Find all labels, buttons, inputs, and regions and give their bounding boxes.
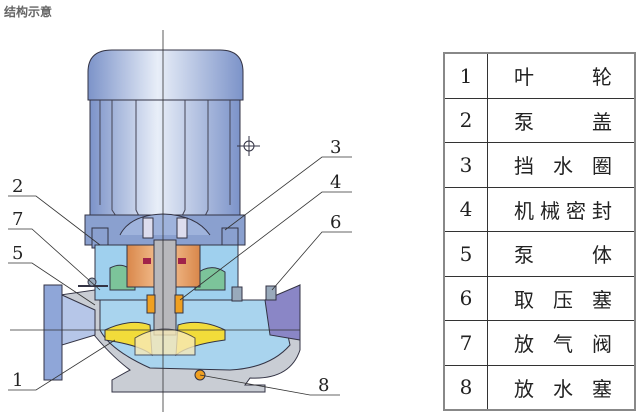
part-name-char: 放 (514, 376, 534, 401)
part-name-char: 塞 (592, 376, 612, 401)
part-name-char: 塞 (592, 287, 612, 312)
vent-valve (78, 277, 108, 287)
part-name-char: 压 (553, 287, 573, 312)
pump-structure-diagram: 2 7 5 1 3 4 6 8 (8, 30, 352, 412)
part-name-char: 械 (540, 198, 560, 223)
motor (84, 49, 260, 249)
part-name-char: 封 (592, 198, 612, 223)
part-name: 叶轮 (487, 52, 636, 99)
part-name-char: 泵 (514, 109, 534, 134)
part-name-char: 阀 (592, 332, 612, 357)
part-name-char: 密 (566, 198, 586, 223)
part-name: 泵体 (487, 231, 636, 277)
leader-lines (8, 156, 352, 396)
part-number: 8 (443, 364, 488, 411)
part-number: 6 (443, 275, 488, 321)
part-name-char: 体 (592, 243, 612, 268)
part-name: 放气阀 (487, 320, 636, 366)
part-name: 挡水圈 (487, 142, 636, 188)
callout-2: 2 (12, 176, 23, 197)
part-number: 4 (443, 186, 488, 232)
part-number: 2 (443, 97, 488, 143)
callout-7: 7 (12, 209, 23, 230)
part-name-char: 轮 (592, 65, 612, 90)
callout-1: 1 (12, 370, 23, 391)
pressure-plug (231, 285, 277, 302)
part-name: 机械密封 (487, 186, 636, 232)
part-name-char: 气 (553, 332, 573, 357)
part-name-char: 水 (553, 376, 573, 401)
part-name-char: 放 (514, 332, 534, 357)
part-name: 取压塞 (487, 275, 636, 321)
part-name: 泵盖 (487, 97, 636, 143)
part-name: 放水塞 (487, 364, 636, 411)
callout-6: 6 (330, 212, 341, 233)
callout-8: 8 (318, 375, 329, 396)
part-name-char: 泵 (514, 243, 534, 268)
part-number: 1 (443, 52, 488, 99)
part-name-char: 挡 (514, 154, 534, 179)
part-name-char: 叶 (514, 65, 534, 90)
part-number: 5 (443, 231, 488, 277)
lifting-eye-icon (237, 136, 260, 156)
part-number: 3 (443, 142, 488, 188)
part-number: 7 (443, 320, 488, 366)
mechanical-seal (146, 294, 184, 314)
shaft (153, 239, 177, 336)
diagram-title: 结构示意 (4, 5, 53, 19)
callout-5: 5 (12, 243, 23, 264)
part-name-char: 盖 (592, 109, 612, 134)
impeller (104, 321, 226, 357)
part-name-char: 取 (514, 287, 534, 312)
part-name-char: 圈 (592, 154, 612, 179)
part-name-char: 水 (553, 154, 573, 179)
callout-4: 4 (330, 172, 341, 193)
callout-3: 3 (330, 137, 341, 158)
part-name-char: 机 (514, 198, 534, 223)
